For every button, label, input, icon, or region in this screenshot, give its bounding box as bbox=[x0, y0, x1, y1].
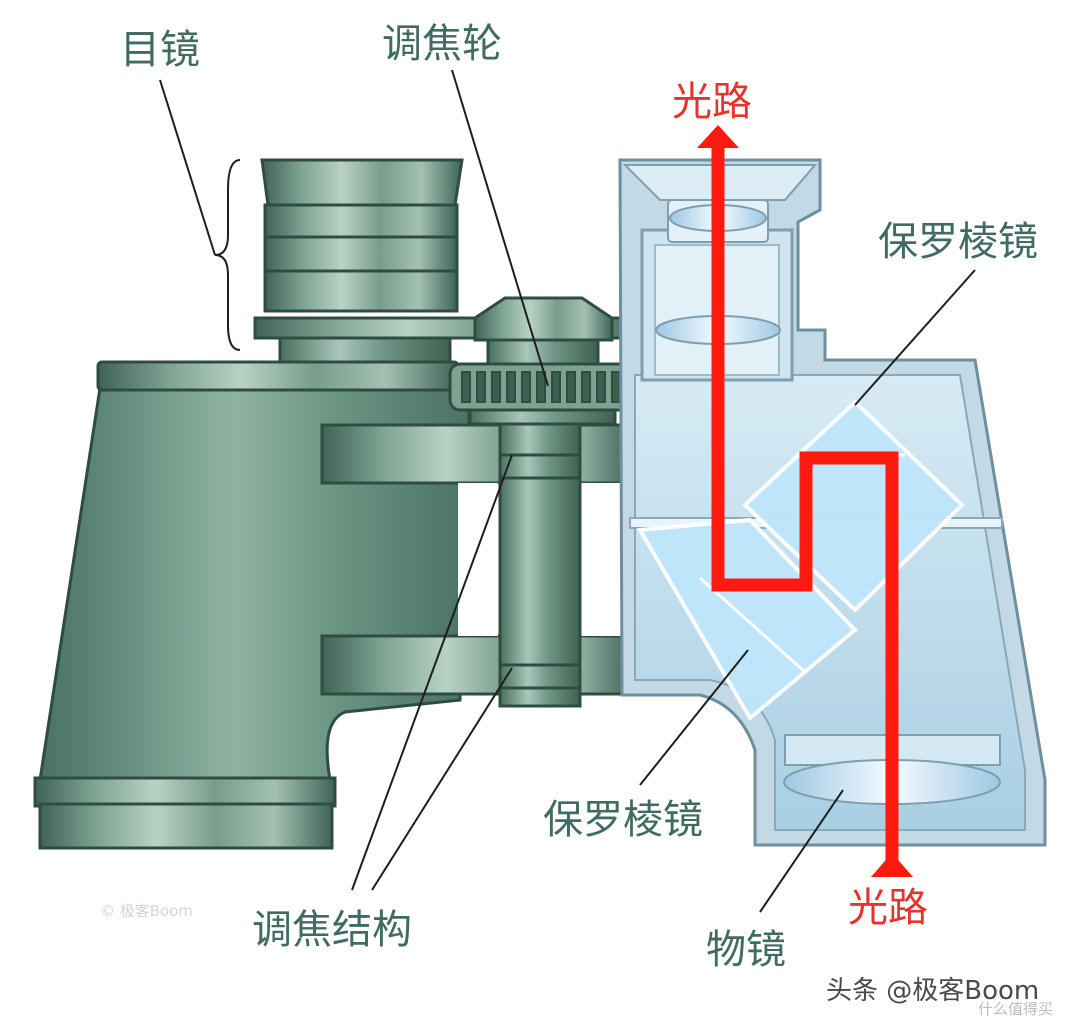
label-porro-prism-lower: 保罗棱镜 bbox=[543, 797, 703, 843]
light-path-exit-arrow bbox=[697, 125, 739, 148]
focus-wheel-tooth bbox=[506, 371, 516, 403]
focus-wheel-tooth bbox=[581, 371, 591, 403]
focus-wheel bbox=[448, 296, 632, 426]
label-focus-wheel: 调焦轮 bbox=[382, 21, 502, 67]
watermark-corner: 什么值得买 bbox=[978, 1000, 1054, 1018]
focus-wheel-tooth bbox=[551, 371, 561, 403]
watermark-main: 头条 @极客Boom bbox=[826, 976, 1040, 1006]
focus-wheel-tooth bbox=[476, 371, 486, 403]
leader-lines bbox=[159, 69, 976, 913]
label-light-path-top: 光路 bbox=[672, 79, 752, 125]
focus-wheel-tooth bbox=[611, 371, 621, 403]
light-path bbox=[697, 125, 913, 877]
label-eyepiece: 目镜 bbox=[120, 27, 200, 73]
focus-wheel-tooth bbox=[461, 371, 471, 403]
label-light-path-bottom: 光路 bbox=[848, 885, 928, 931]
focus-wheel-tooth bbox=[566, 371, 576, 403]
eyepiece-brace bbox=[214, 159, 241, 351]
focus-wheel-tooth bbox=[596, 371, 606, 403]
right-barrel-cutaway bbox=[618, 158, 1047, 847]
focus-wheel-tooth bbox=[491, 371, 501, 403]
label-porro-prism-upper: 保罗棱镜 bbox=[878, 219, 1038, 265]
focus-wheel-tooth bbox=[536, 371, 546, 403]
light-path-entry-arrow bbox=[871, 853, 913, 877]
label-objective-lens: 物镜 bbox=[706, 927, 786, 973]
watermark-small: © 极客Boom bbox=[100, 902, 194, 920]
left-eyepiece bbox=[253, 158, 637, 364]
focus-shaft bbox=[498, 422, 582, 708]
focus-wheel-tooth bbox=[521, 371, 531, 403]
label-focus-structure: 调焦结构 bbox=[252, 907, 412, 953]
